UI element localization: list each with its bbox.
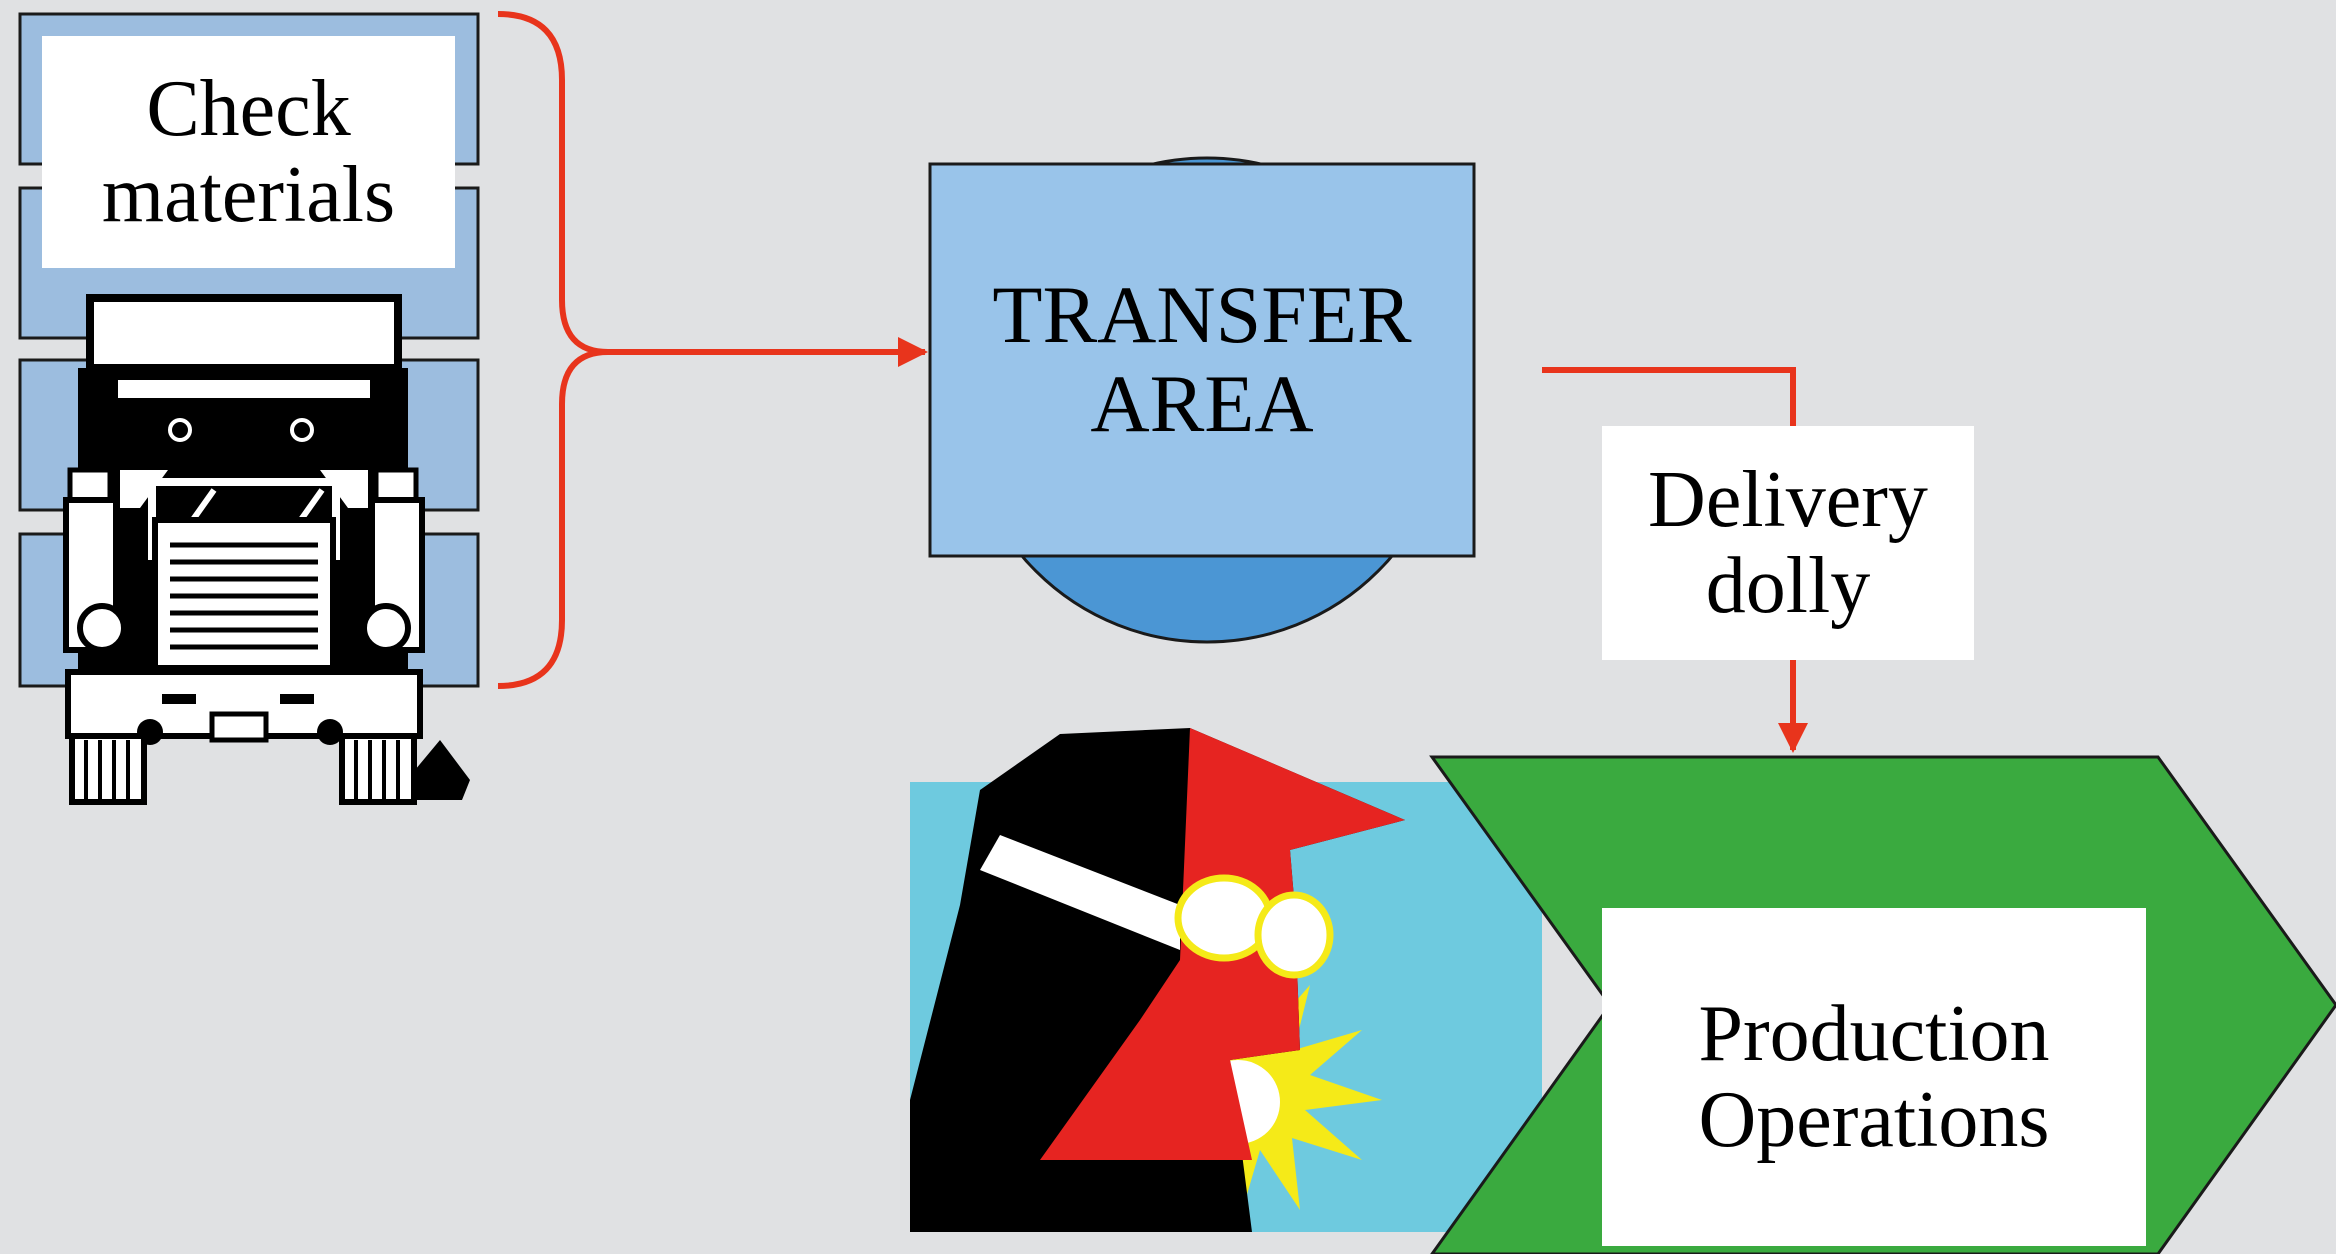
- transfer-area-line2: AREA: [1090, 358, 1314, 449]
- delivery-dolly-label: Delivery dolly: [1602, 426, 1974, 660]
- transfer-area-label: TRANSFER AREA: [930, 164, 1474, 556]
- transfer-area-node: [928, 156, 1476, 644]
- welder-worker-icon: [910, 728, 1542, 1232]
- production-operations-line2: Operations: [1698, 1076, 2050, 1164]
- production-operations-label: Production Operations: [1602, 908, 2146, 1246]
- delivery-dolly-line1: Delivery: [1648, 455, 1928, 544]
- delivery-dolly-line2: dolly: [1705, 542, 1871, 630]
- check-materials-line1: Check: [146, 64, 351, 153]
- check-materials-label: Check materials: [42, 36, 455, 268]
- transfer-area-line1: TRANSFER: [992, 269, 1412, 361]
- production-operations-line1: Production: [1698, 989, 2050, 1078]
- intake-brace: [497, 11, 609, 689]
- check-materials-line2: materials: [101, 151, 396, 239]
- semi-truck-icon: [63, 294, 470, 805]
